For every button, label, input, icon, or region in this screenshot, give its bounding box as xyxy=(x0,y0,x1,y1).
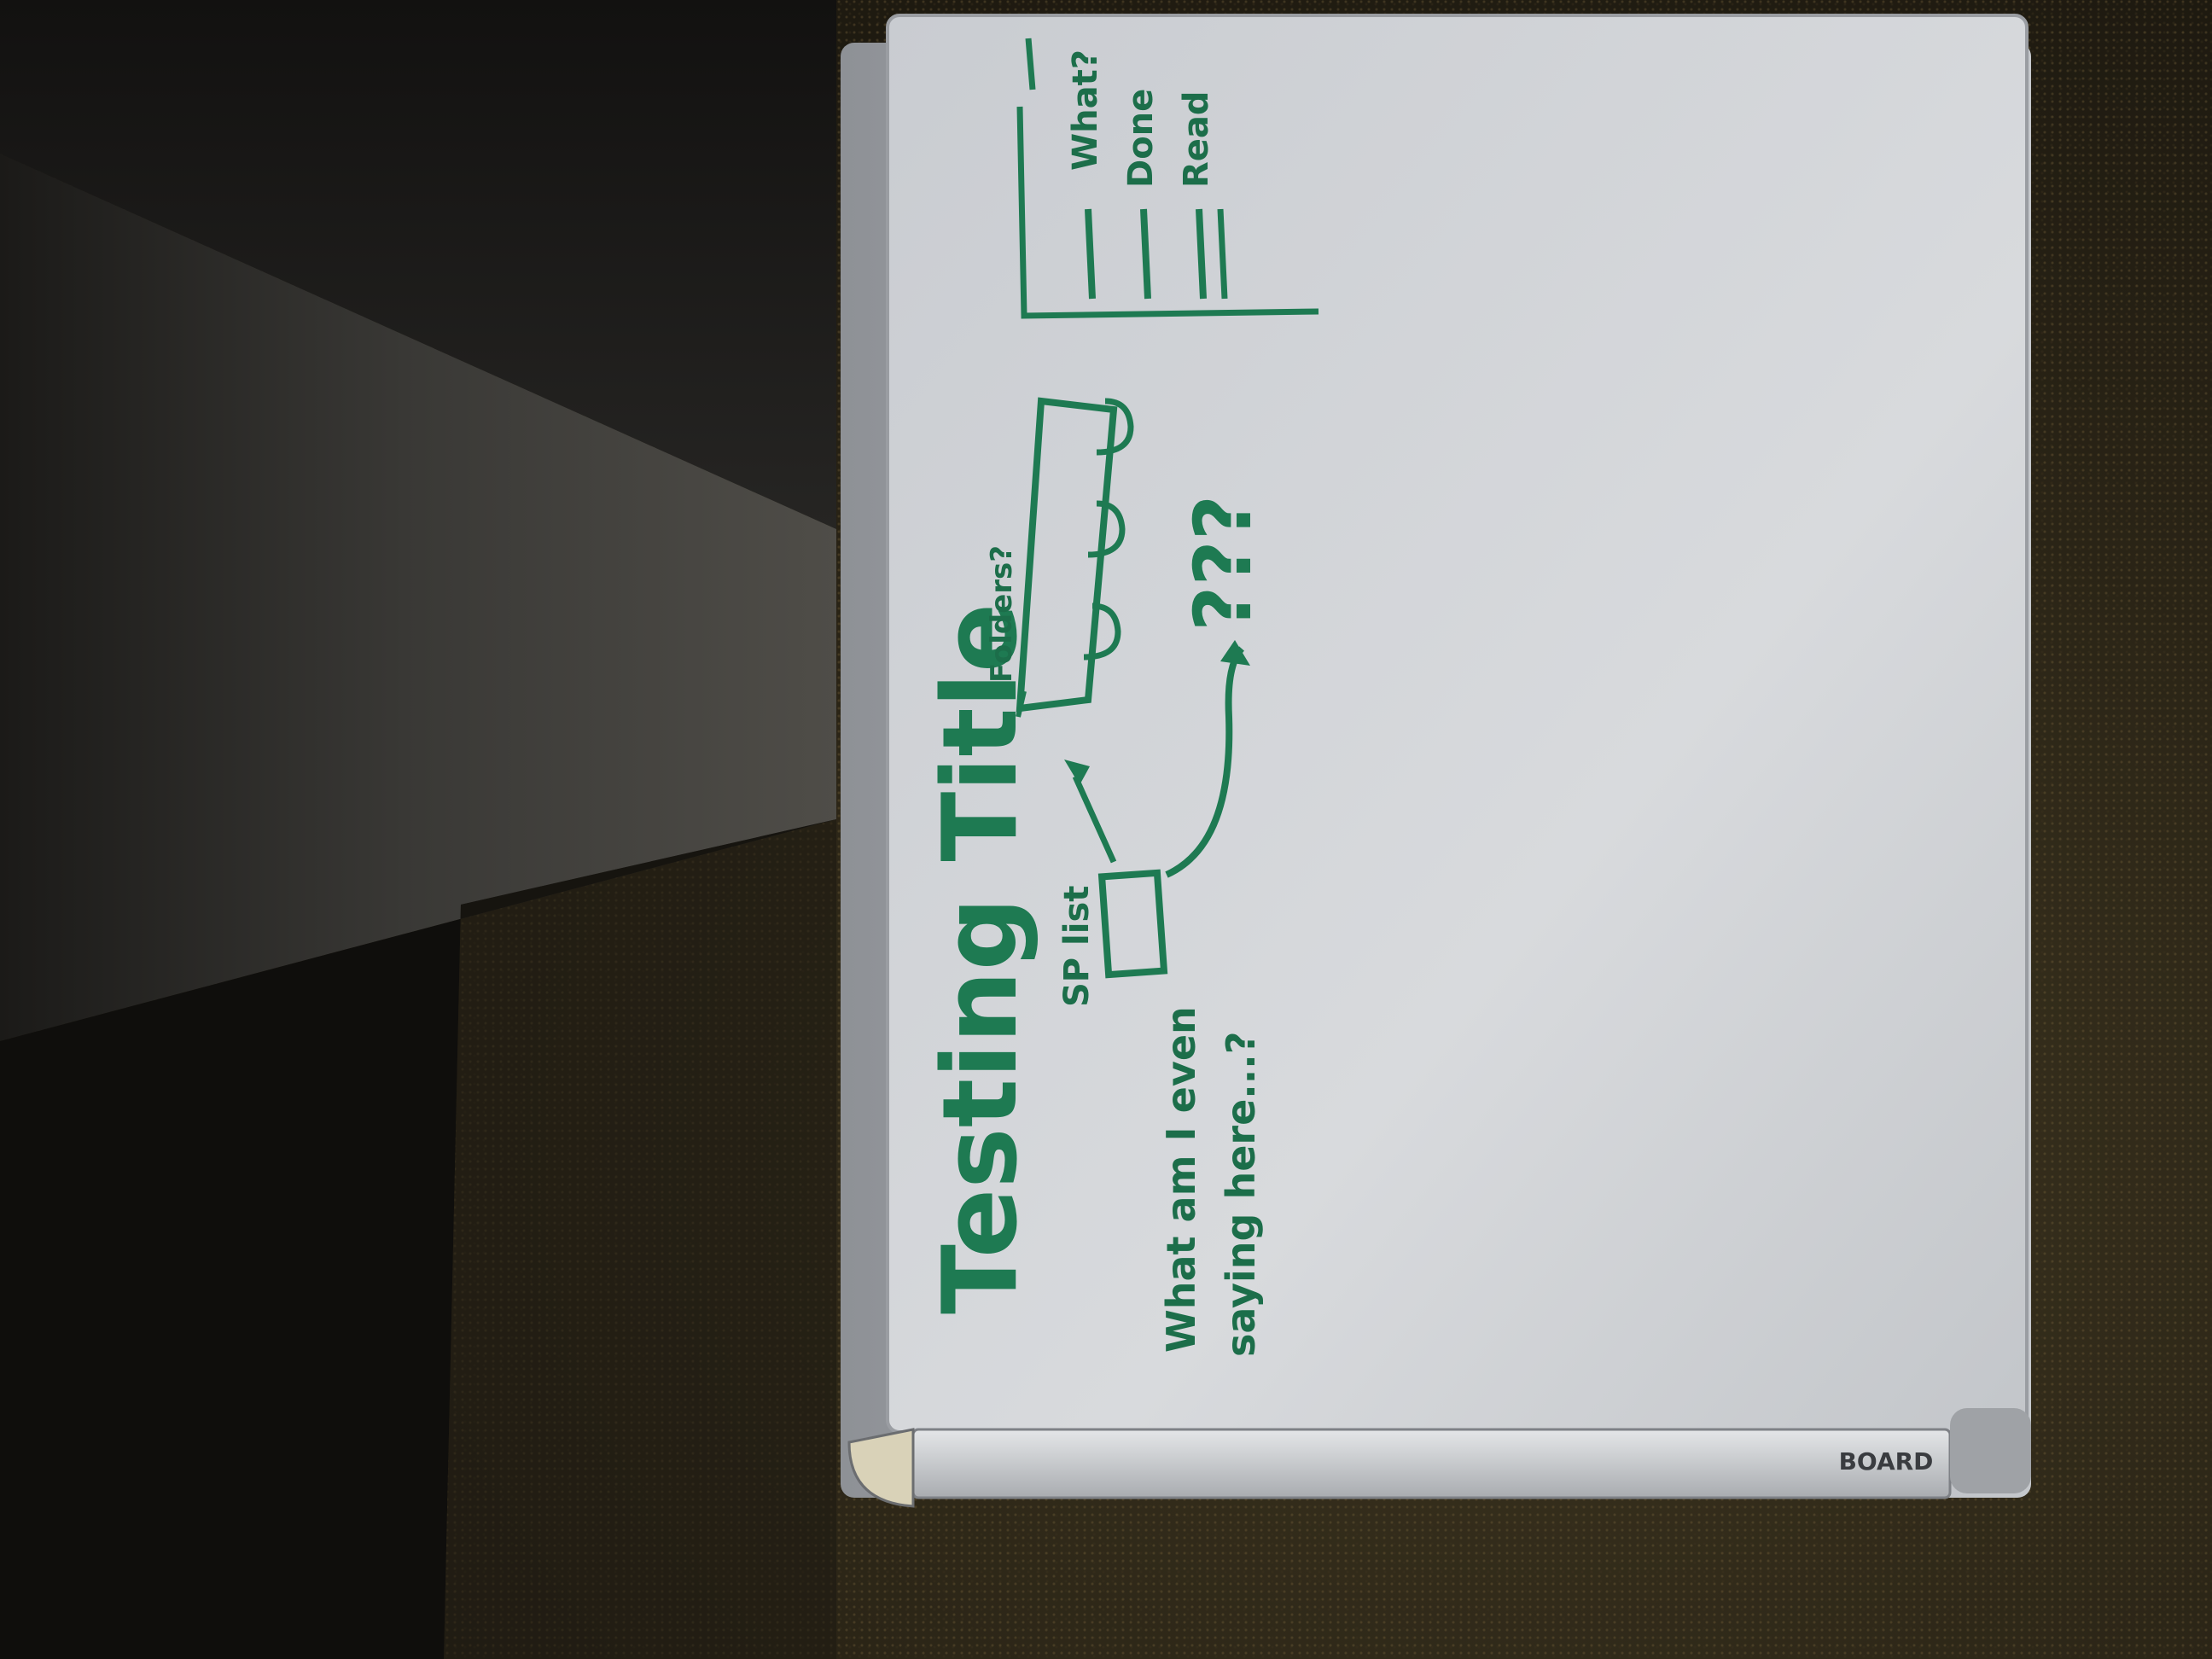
marker-tray xyxy=(911,1428,1952,1499)
folders-label: Folders? xyxy=(985,545,1019,683)
sp-list-box xyxy=(1097,869,1168,979)
folders-stack xyxy=(1016,397,1118,713)
board-surface xyxy=(886,14,2029,1434)
question-line-2: saying here...? xyxy=(1218,1032,1264,1357)
legend-header-dash xyxy=(1025,38,1036,90)
legend-row-dash-3 xyxy=(1196,208,1207,300)
hook-arrow-3 xyxy=(1096,398,1134,456)
hook-arrow-2 xyxy=(1087,500,1126,558)
arrow-to-unknown xyxy=(1165,646,1245,878)
arrow-to-folders xyxy=(1072,775,1117,864)
corner-cap-left xyxy=(847,1428,915,1508)
sp-list-label: SP list xyxy=(1057,886,1097,1007)
legend-item-read: Read xyxy=(1177,90,1216,188)
legend-row-dash-3b xyxy=(1217,208,1228,300)
hook-arrow-1 xyxy=(1083,602,1121,661)
legend-table-lines xyxy=(1016,106,1319,319)
legend-row-dash-2 xyxy=(1140,208,1151,300)
dark-furniture xyxy=(0,0,836,1659)
board-title: Testing Title xyxy=(922,603,1040,1314)
whiteboard-drawing: BOARD Testing Title What am I even sayin… xyxy=(841,14,2031,1508)
unknown-label: ??? xyxy=(1178,495,1269,632)
legend-item-done: Done xyxy=(1121,89,1161,188)
brand-label: BOARD xyxy=(1839,1447,1934,1476)
legend-item-what: What? xyxy=(1066,49,1105,171)
corner-cap-right xyxy=(1950,1408,2031,1493)
whiteboard: BOARD Testing Title What am I even sayin… xyxy=(841,9,2044,1519)
question-line-1: What am I even xyxy=(1158,1006,1204,1353)
legend-row-dash-1 xyxy=(1085,208,1096,300)
